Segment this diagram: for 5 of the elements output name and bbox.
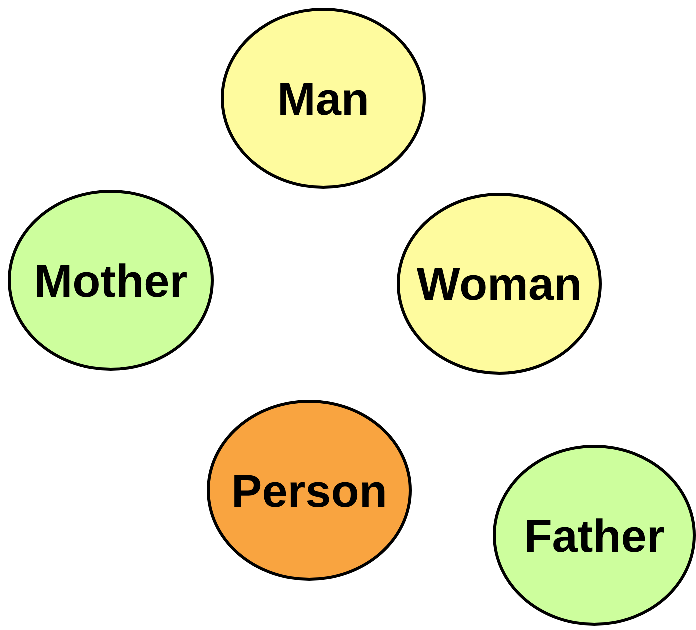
- node-label: Mother: [34, 254, 188, 308]
- node-label: Father: [524, 508, 665, 562]
- node-label: Man: [278, 72, 370, 126]
- node-label: Person: [232, 464, 388, 518]
- node-label: Woman: [416, 257, 582, 311]
